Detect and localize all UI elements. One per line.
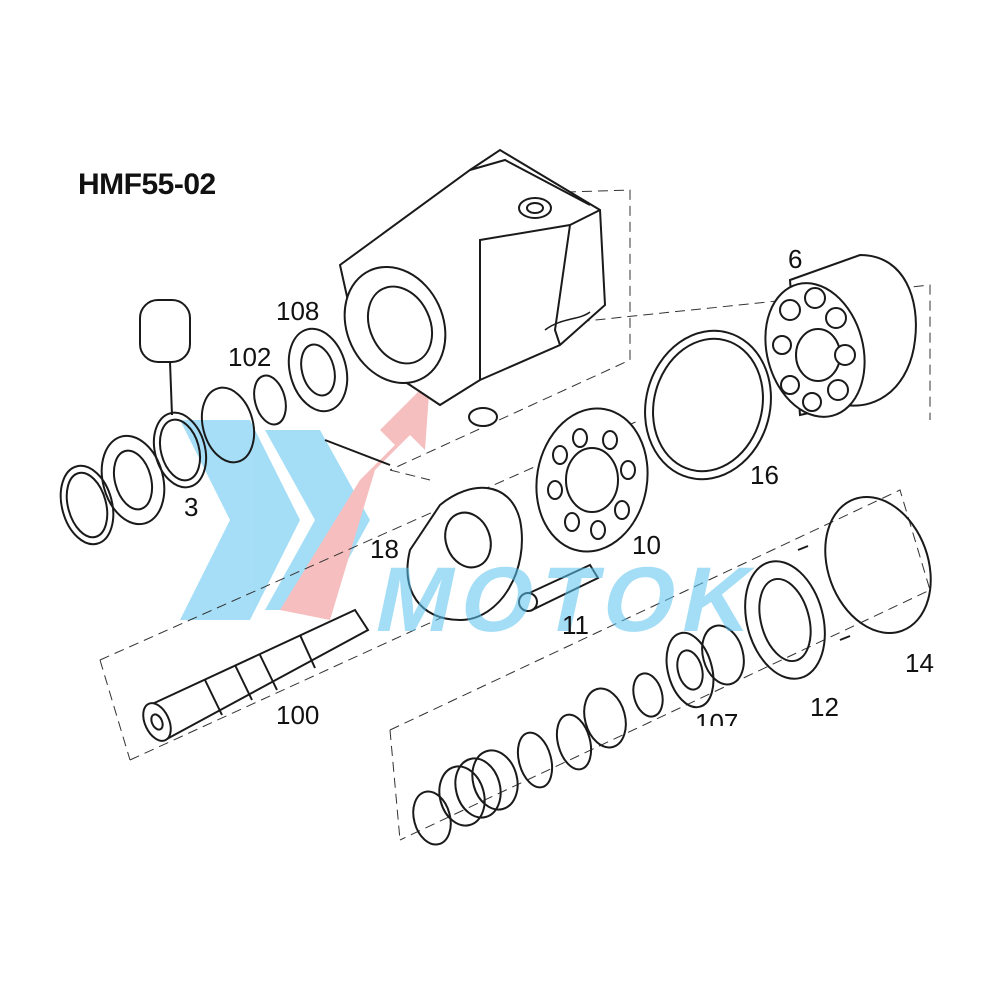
callout-11: 11 xyxy=(562,610,589,640)
watermark-red-arrow xyxy=(280,380,430,620)
left-seal-stack xyxy=(59,299,391,546)
callout-18: 18 xyxy=(370,534,399,564)
callout-14: 14 xyxy=(905,648,934,678)
watermark-blue-arrow-left xyxy=(180,420,300,620)
callout-108: 108 xyxy=(276,296,320,326)
port-plate-group xyxy=(744,496,932,680)
callout-16: 16 xyxy=(750,460,779,490)
callout-107: 107 xyxy=(695,710,739,726)
callout-6: 6 xyxy=(788,244,803,274)
callout-3: 3 xyxy=(184,492,199,522)
model-title: HMF55-02 xyxy=(78,168,216,201)
callout-12: 12 xyxy=(810,692,839,722)
watermark-logo xyxy=(180,380,430,620)
pin xyxy=(518,563,600,612)
swash-plate xyxy=(406,486,523,622)
piston-plate xyxy=(535,407,649,553)
retainer-ring xyxy=(644,329,772,481)
callout-100: 100 xyxy=(276,700,320,730)
drive-shaft xyxy=(142,608,370,742)
lower-seal-stack xyxy=(412,624,745,846)
pump-housing xyxy=(338,148,607,427)
cylinder-block xyxy=(764,253,917,418)
callout-102: 102 xyxy=(228,342,272,372)
callout-10: 10 xyxy=(632,530,661,560)
